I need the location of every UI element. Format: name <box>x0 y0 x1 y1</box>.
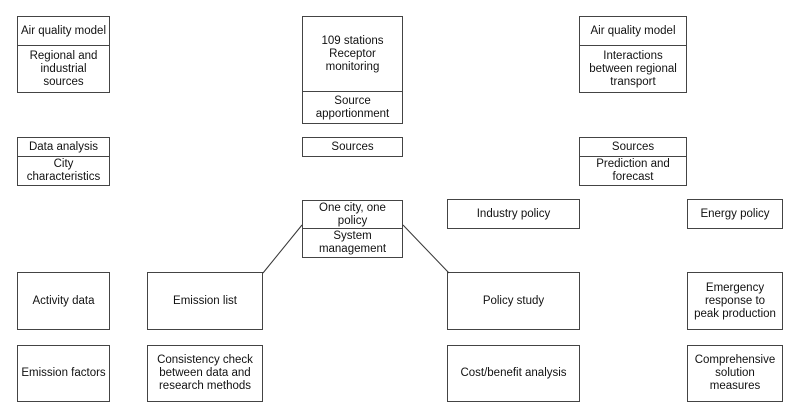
regional-industrial-sources-box: Regional and industrial sources <box>17 45 110 93</box>
system-management-box: System management <box>302 228 403 258</box>
energy-policy-box: Energy policy <box>687 199 783 229</box>
regional-transport-box: Interactions between regional transport <box>579 45 687 93</box>
sources-box-right: Sources <box>579 137 687 157</box>
air-quality-model-box-right: Air quality model <box>579 16 687 46</box>
receptor-monitoring-box: 109 stations Receptor monitoring <box>302 16 403 92</box>
connector-to-emission-list <box>262 224 303 274</box>
data-analysis-box: Data analysis <box>17 137 110 157</box>
emission-list-box: Emission list <box>147 272 263 330</box>
air-quality-model-box-left: Air quality model <box>17 16 110 46</box>
city-characteristics-box: City characteristics <box>17 156 110 186</box>
source-apportionment-box: Source apportionment <box>302 91 403 124</box>
activity-data-box: Activity data <box>17 272 110 330</box>
emission-factors-box: Emission factors <box>17 345 110 402</box>
policy-study-box: Policy study <box>447 272 580 330</box>
industry-policy-box: Industry policy <box>447 199 580 229</box>
cost-benefit-box: Cost/benefit analysis <box>447 345 580 402</box>
consistency-check-box: Consistency check between data and resea… <box>147 345 263 402</box>
comprehensive-measures-box: Comprehensive solution measures <box>687 345 783 402</box>
emergency-response-box: Emergency response to peak production <box>687 272 783 330</box>
one-city-one-policy-box: One city, one policy <box>302 200 403 229</box>
connector-to-policy-study <box>402 224 450 274</box>
sources-box-center: Sources <box>302 137 403 157</box>
prediction-forecast-box: Prediction and forecast <box>579 156 687 186</box>
